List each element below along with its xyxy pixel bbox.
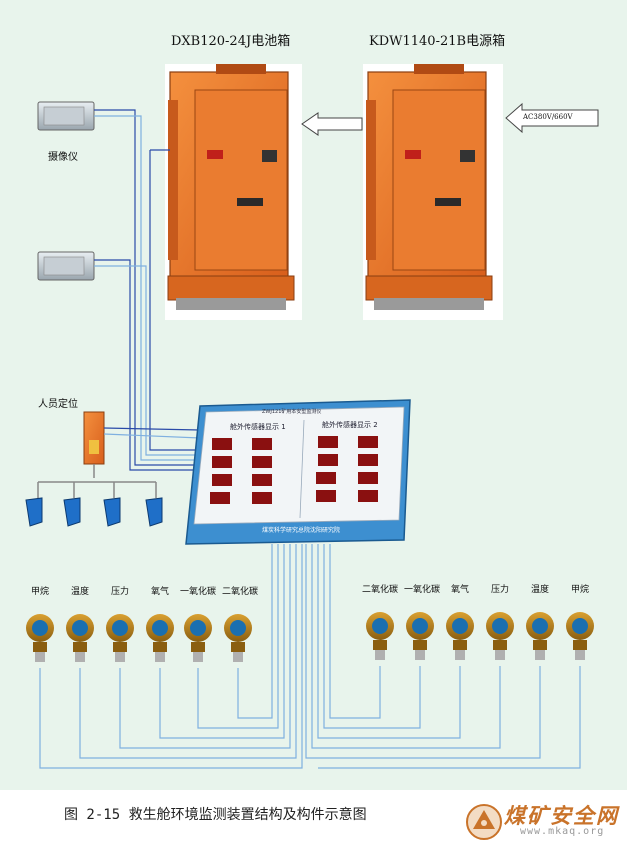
monitor-panel	[185, 399, 411, 545]
sensor-right-label-5: 温度	[530, 585, 549, 595]
watermark-logo-icon	[466, 804, 502, 840]
sensor-right-1	[366, 612, 394, 660]
camera-wiring	[94, 109, 200, 471]
watermark: 煤矿安全网 www.mkaq.org	[464, 800, 624, 844]
caption-bar	[0, 790, 627, 847]
sensor-wiring	[39, 544, 581, 769]
sensor-right-2	[406, 612, 434, 660]
watermark-url: www.mkaq.org	[520, 826, 605, 837]
sensor-right-label-2: 一氧化碳	[403, 585, 440, 595]
power-cabinet	[363, 64, 503, 320]
sensor-left-label-6: 二氧化碳	[221, 587, 258, 597]
battery-box-title: DXB120-24J电池箱	[171, 34, 291, 49]
sensor-row-left	[26, 614, 252, 662]
sensor-right-4	[486, 612, 514, 660]
personnel-locator	[37, 411, 201, 498]
sensor-right-label-6: 甲烷	[570, 585, 589, 595]
sensor-left-label-5: 一氧化碳	[179, 587, 216, 597]
sensor-left-2	[66, 614, 94, 662]
sensor-left-3	[106, 614, 134, 662]
monitor-manufacturer: 煤炭科学研究总院沈阳研究院	[262, 527, 341, 534]
sensor-right-6	[566, 612, 594, 660]
monitor-display-1: 舱外传感器显示 1	[230, 423, 286, 431]
figure-caption: 图 2-15 救生舱环境监测装置结构及构件示意图	[64, 807, 367, 823]
sensor-right-5	[526, 612, 554, 660]
sensor-left-label-4: 氧气	[150, 587, 169, 597]
sensor-right-label-4: 压力	[490, 585, 509, 595]
monitor-display-2: 舱外传感器显示 2	[322, 421, 378, 429]
power-box-title: KDW1140-21B电源箱	[369, 34, 506, 49]
sensor-left-1	[26, 614, 54, 662]
camera-1	[37, 101, 95, 131]
personnel-label: 人员定位	[38, 399, 78, 410]
sensor-row-right	[366, 612, 594, 660]
input-arrow	[505, 102, 599, 134]
monitor-title: ZWJ121矿用本安型监测仪	[262, 409, 322, 415]
sensor-left-label-2: 温度	[70, 587, 89, 597]
sensor-right-label-3: 氧气	[450, 585, 469, 595]
sensor-left-label-1: 甲烷	[30, 587, 49, 597]
input-voltage-label: AC380V/660V	[523, 113, 573, 121]
camera-2	[37, 251, 95, 281]
sensor-left-5	[184, 614, 212, 662]
watermark-text: 煤矿安全网	[504, 803, 619, 828]
sensor-left-4	[146, 614, 174, 662]
sensor-left-6	[224, 614, 252, 662]
sensor-right-label-1: 二氧化碳	[361, 585, 398, 595]
sensor-left-label-3: 压力	[110, 587, 129, 597]
power-flow-arrow	[301, 112, 363, 136]
camera-label: 摄像仪	[48, 152, 78, 163]
sensor-right-3	[446, 612, 474, 660]
locator-tags	[25, 497, 163, 527]
battery-cabinet	[165, 64, 302, 320]
